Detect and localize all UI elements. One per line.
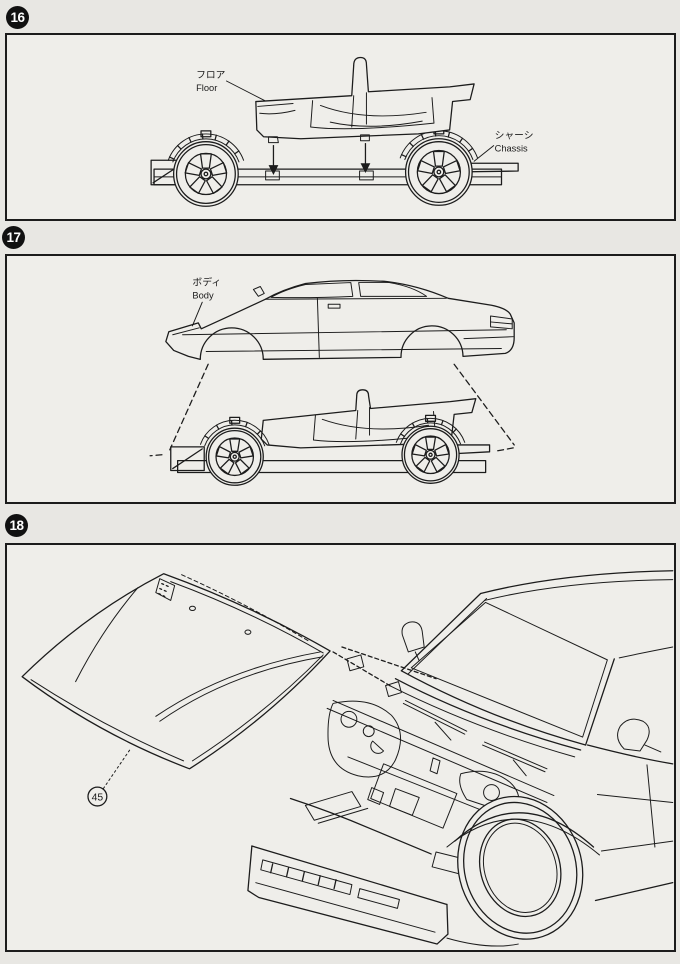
- hood-drawing: [21, 573, 331, 770]
- body-drawing: [165, 279, 515, 360]
- front-wheel: [457, 795, 584, 940]
- step-16-badge: 16: [6, 6, 29, 29]
- step-17-drawing: ボディ Body: [149, 276, 515, 486]
- body-leader-line: [191, 301, 203, 327]
- chassis-label-jp: シャーシ: [495, 131, 534, 142]
- step-18-drawing: 45: [21, 570, 674, 947]
- car-front-drawing: [247, 570, 674, 947]
- floor-label-jp: フロア: [196, 70, 226, 81]
- front-wheel: [199, 416, 270, 486]
- step-17-badge: 17: [2, 226, 25, 249]
- floor-leader-line: [225, 80, 266, 102]
- floor-label-en: Floor: [196, 83, 217, 93]
- chassis-leader-line: [473, 145, 495, 162]
- part-number-callout: 45: [87, 747, 132, 807]
- step-18-badge: 18: [5, 514, 28, 537]
- alignment-dashed-lines: [149, 363, 515, 457]
- step-17-panel: ボディ Body: [5, 254, 676, 504]
- assembly-arrows: [268, 143, 371, 175]
- rear-wheel: [395, 414, 466, 484]
- rear-wheel: [399, 127, 479, 206]
- body-label-en: Body: [192, 290, 214, 300]
- body-label-jp: ボディ: [192, 276, 221, 289]
- step-18-panel: 45: [5, 543, 676, 952]
- floor-drawing: [255, 56, 475, 144]
- part-number-label: 45: [92, 792, 104, 803]
- step-16-drawing: フロア Floor シャーシ Chassis: [150, 56, 534, 207]
- chassis-label-en: Chassis: [495, 143, 528, 153]
- step-16-panel: フロア Floor シャーシ Chassis: [5, 33, 676, 221]
- front-wheel: [167, 130, 245, 207]
